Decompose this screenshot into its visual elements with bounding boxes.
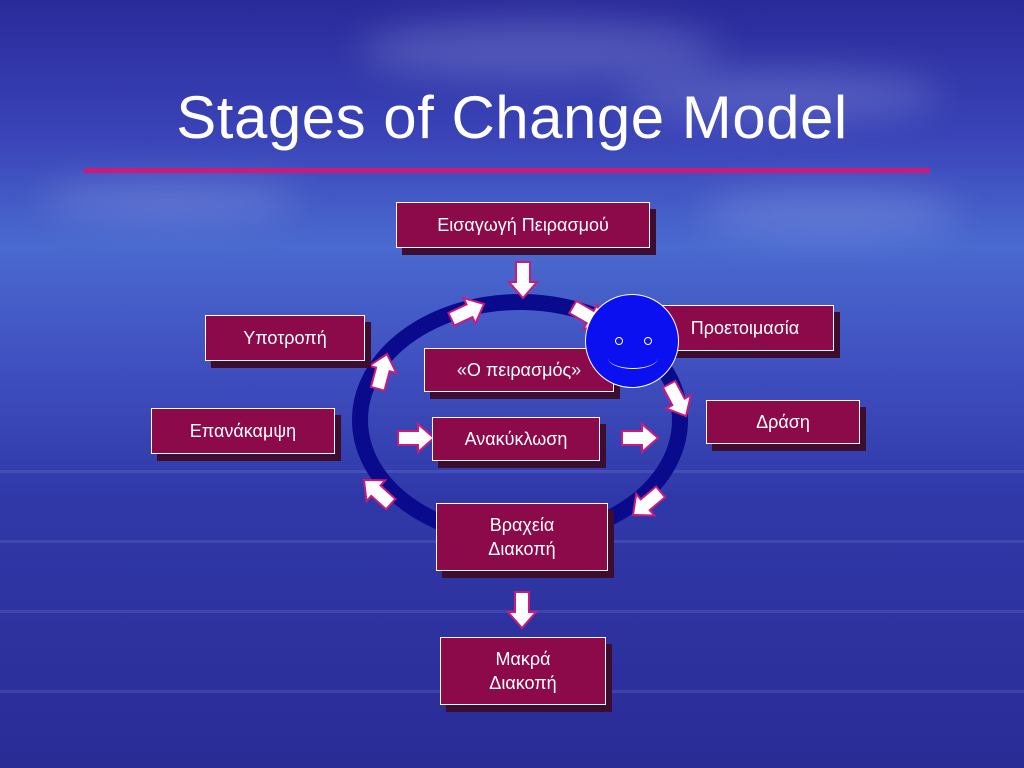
stage-return: Επανάκαμψη bbox=[151, 408, 335, 454]
stage-short-break: Βραχεία Διακοπή bbox=[436, 503, 608, 571]
slide-title: Stages of Change Model bbox=[176, 84, 848, 151]
stage-label: «Ο πειρασμός» bbox=[456, 360, 582, 380]
stage-label: Εισαγωγή Πειρασμού bbox=[437, 215, 609, 235]
stage-label: Δράση bbox=[756, 412, 810, 432]
sky-streak bbox=[700, 190, 960, 235]
stage-label-line: Μακρά bbox=[495, 649, 551, 669]
sky-streak bbox=[40, 180, 300, 220]
stage-label: Προετοιμασία bbox=[690, 318, 800, 338]
stage-label-line: Διακοπή bbox=[488, 539, 556, 559]
arrow-down-icon bbox=[507, 591, 537, 629]
stage-label: Ανακύκλωση bbox=[464, 429, 568, 449]
mouth-icon bbox=[608, 347, 658, 369]
arrow-right-icon bbox=[397, 423, 435, 453]
stage-label: Επανάκαμψη bbox=[189, 421, 297, 441]
eye-icon bbox=[644, 337, 652, 345]
stage-long-break: Μακρά Διακοπή bbox=[440, 637, 606, 705]
stage-label-line: Βραχεία bbox=[489, 515, 555, 535]
arrow-right-icon bbox=[621, 423, 659, 453]
stage-action: Δράση bbox=[706, 400, 860, 444]
stage-label-line: Διακοπή bbox=[489, 673, 557, 693]
eye-icon bbox=[615, 337, 623, 345]
stage-label: Υποτροπή bbox=[243, 328, 327, 348]
stage-temptation-intro: Εισαγωγή Πειρασμού bbox=[396, 202, 650, 248]
sea-band bbox=[0, 470, 1024, 473]
stage-relapse: Υποτροπή bbox=[205, 315, 365, 361]
stage-temptation: «Ο πειρασμός» bbox=[424, 348, 614, 392]
sky-streak bbox=[360, 20, 720, 80]
arrow-down-icon bbox=[508, 261, 538, 299]
stage-recycling: Ανακύκλωση bbox=[432, 417, 600, 461]
sky-streak bbox=[620, 70, 940, 120]
stage-preparation: Προετοιμασία bbox=[656, 305, 834, 351]
title-divider bbox=[84, 168, 930, 173]
smiley-face-icon bbox=[585, 294, 679, 388]
